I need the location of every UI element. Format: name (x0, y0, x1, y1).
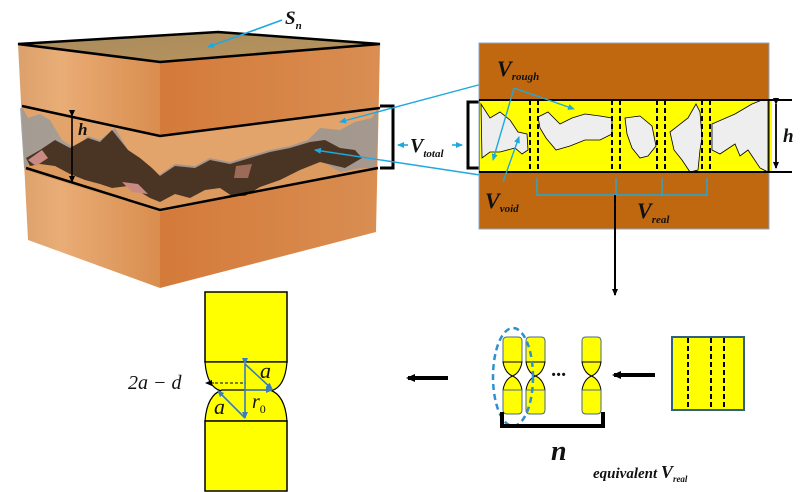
real-contact-dashes (529, 100, 711, 172)
equivalent-caption: equivalent Vreal (593, 462, 688, 484)
void-pointer (502, 136, 520, 183)
n-bracket (500, 412, 605, 428)
upper-column (204, 291, 288, 363)
upper-rough-surface (22, 107, 378, 176)
void-volume-label: Vvoid (485, 188, 519, 215)
void-region (624, 115, 657, 159)
cross-section: h Vrough Vvoid Vreal (478, 42, 794, 230)
column-upper (525, 336, 546, 363)
interface-highlight (122, 182, 148, 194)
equivalent-block (671, 336, 745, 411)
column-upper (581, 336, 602, 363)
interface-highlight (28, 150, 48, 166)
single-contact-model: a a r0 2a − d (128, 291, 288, 492)
contact-column (502, 336, 523, 415)
left-bracket (380, 104, 395, 170)
rough-contact-interface (26, 130, 362, 202)
equivalent-real-block (671, 336, 745, 411)
top-surface-outline (17, 30, 381, 64)
contact-column (525, 336, 546, 415)
total-volume-label: Vtotal (410, 135, 444, 160)
column-ellipsis: ··· (551, 364, 566, 386)
rough-pointer (491, 87, 515, 161)
radius-a-top-label: a (260, 358, 271, 383)
contact-count-label: n (551, 436, 567, 467)
rough-pointer-3d (339, 79, 498, 124)
lower-column (204, 420, 288, 492)
r0-label: r0 (252, 391, 266, 416)
rough-pointer (513, 87, 575, 110)
height-label-section: h (783, 126, 794, 147)
upper-asperity-cap (204, 361, 288, 392)
top-surface-pointer (207, 19, 283, 48)
void-region (711, 99, 769, 173)
column-cap-lower (502, 375, 523, 391)
column-cap-lower (525, 375, 546, 391)
column-cap-upper (581, 361, 602, 377)
height-label-3d: h (78, 120, 87, 139)
radius-a-top-line (244, 363, 273, 390)
single-contact-highlight (491, 326, 535, 428)
contact-column (581, 336, 602, 415)
column-lower (581, 389, 602, 415)
gap-label: 2a − d (128, 372, 182, 394)
void-pointer-3d (314, 147, 481, 176)
void-region (669, 103, 703, 173)
contact-columns (502, 336, 602, 415)
column-cap-upper (525, 361, 546, 377)
cube-3d: h Sn (17, 8, 381, 288)
column-cap-lower (581, 375, 602, 391)
top-surface-label: Sn (285, 8, 302, 32)
real-bracket-line (536, 178, 708, 196)
right-bracket (466, 100, 480, 170)
real-volume-label: Vreal (637, 198, 670, 226)
column-lower (502, 389, 523, 415)
total-volume-annotation: Vtotal (314, 79, 498, 176)
column-upper (502, 336, 523, 363)
column-cap-upper (502, 361, 523, 377)
interface-highlight (234, 164, 252, 178)
radius-a-bottom-line (217, 390, 246, 419)
rough-volume-label: Vrough (497, 56, 539, 83)
real-volume-bracket (536, 178, 708, 196)
radius-a-bottom-label: a (214, 394, 225, 419)
interface-top-line (21, 104, 381, 138)
